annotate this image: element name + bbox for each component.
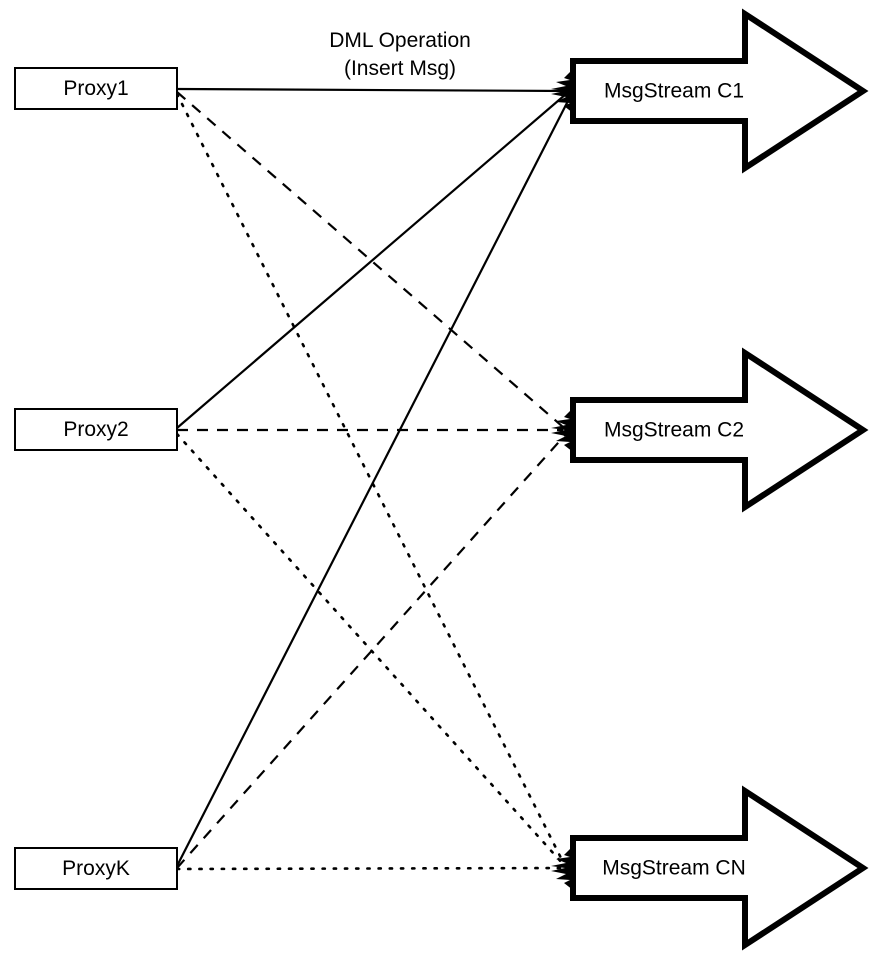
arrowheads-layer [551, 69, 573, 890]
stream-label: MsgStream CN [602, 857, 746, 880]
link-proxy1-to-stream_c2 [176, 91, 564, 428]
stream-arrow-shape [570, 347, 869, 513]
arrowhead-ah_c2 [551, 408, 573, 452]
edge-label-line2: (Insert Msg) [344, 57, 456, 80]
arrowhead-ah_c1 [551, 69, 573, 113]
proxy-node-proxy2[interactable]: Proxy2 [14, 408, 178, 451]
proxy-node-proxyk[interactable]: ProxyK [14, 847, 178, 890]
link-proxy2-to-stream_cn [175, 432, 565, 866]
links-layer [175, 87, 571, 871]
stream-node-stream_c1[interactable]: MsgStream C1 [570, 8, 869, 174]
edge-label-line1: DML Operation [329, 29, 471, 52]
edge-label: DML Operation (Insert Msg) [329, 29, 471, 80]
stream-node-stream_c2[interactable]: MsgStream C2 [570, 347, 869, 513]
proxy-box-shape [14, 67, 178, 110]
stream-label: MsgStream C2 [604, 419, 744, 442]
proxy-label: Proxy2 [63, 418, 128, 441]
link-proxy1-to-stream_cn [175, 92, 565, 864]
proxy-label: Proxy1 [63, 77, 128, 100]
stream-label: MsgStream C1 [604, 80, 744, 103]
link-proxyk-to-stream_c2 [176, 433, 567, 869]
link-proxyk-to-stream_cn [175, 866, 565, 871]
stream-arrow-shape [570, 785, 869, 951]
stream-arrow-shape [570, 8, 869, 174]
link-proxy2-to-stream_c1 [176, 93, 567, 429]
proxy-box-shape [14, 408, 178, 451]
proxy-box-shape [14, 847, 178, 890]
streams-layer: MsgStream C1 MsgStream C2 MsgStream CN [570, 8, 869, 951]
arrowhead-ah_cn [551, 846, 573, 890]
link-proxy1-to-stream_c1 [176, 87, 568, 93]
proxy-node-proxy1[interactable]: Proxy1 [14, 67, 178, 110]
stream-node-stream_cn[interactable]: MsgStream CN [570, 785, 869, 951]
link-proxyk-to-stream_c1 [176, 96, 571, 867]
proxy-label: ProxyK [62, 857, 130, 880]
